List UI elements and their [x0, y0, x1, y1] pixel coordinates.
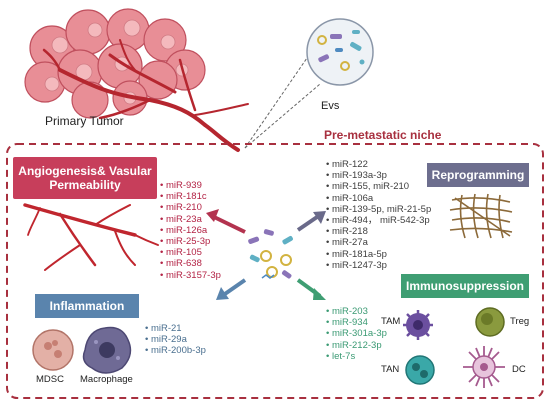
immunosuppression-box: Immunosuppression — [401, 274, 529, 298]
mirna-item: miR-106a — [326, 193, 431, 204]
inflammation-box: Inflammation — [35, 294, 139, 318]
niche-border — [6, 143, 544, 399]
mirna-item: miR-181c — [160, 191, 221, 202]
tam-cell-icon — [403, 310, 433, 340]
mirna-item: let-7s — [326, 351, 387, 362]
mirna-item: miR-193a-3p — [326, 170, 431, 181]
macrophage-cell-icon — [82, 326, 132, 374]
treg-label: Treg — [510, 316, 530, 327]
angiogenesis-vessel-illustration — [23, 203, 159, 271]
treg-cell-icon — [475, 307, 505, 337]
tumor-vessel — [42, 39, 249, 152]
reprogramming-box: Reprogramming — [427, 163, 529, 187]
evs-vesicle-illustration — [244, 18, 374, 149]
mirna-item: miR-27a — [326, 237, 431, 248]
mirna-item: miR-200b-3p — [145, 345, 206, 356]
center-evs-cluster — [248, 229, 293, 279]
mirna-item: miR-638 — [160, 258, 221, 269]
mirna-item: miR-212-3p — [326, 340, 387, 351]
mirna-item: miR-218 — [326, 226, 431, 237]
inflammation-mirna-list: miR-21 miR-29a miR-200b-3p — [145, 323, 206, 357]
niche-title: Pre-metastatic niche — [321, 128, 445, 142]
mirna-item: miR-23a — [160, 214, 221, 225]
arrows — [206, 209, 326, 300]
mdsc-cell-icon — [32, 329, 74, 371]
reprogramming-mirna-list: miR-122 miR-193a-3p miR-155, miR-210 miR… — [326, 159, 431, 271]
angiogenesis-mirna-list: miR-939 miR-181c miR-210 miR-23a miR-126… — [160, 180, 221, 281]
mirna-item: miR-126a — [160, 225, 221, 236]
mirna-item: miR-105 — [160, 247, 221, 258]
mirna-item: miR-25-3p — [160, 236, 221, 247]
macrophage-label: Macrophage — [80, 374, 133, 385]
mirna-item: miR-494， miR-542-3p — [326, 215, 431, 226]
primary-tumor-label: Primary Tumor — [45, 114, 124, 128]
mirna-item: miR-3157-3p — [160, 270, 221, 281]
mirna-item: miR-210 — [160, 202, 221, 213]
mirna-item: miR-21 — [145, 323, 206, 334]
mirna-item: miR-29a — [145, 334, 206, 345]
dc-label: DC — [512, 364, 526, 375]
dc-cell-icon — [463, 346, 505, 388]
evs-label: Evs — [321, 100, 340, 112]
mirna-item: miR-1247-3p — [326, 260, 431, 271]
mirna-item: miR-203 — [326, 306, 387, 317]
mirna-item: miR-122 — [326, 159, 431, 170]
mirna-item: miR-139-5p, miR-21-5p — [326, 204, 431, 215]
primary-tumor-illustration — [24, 8, 206, 119]
angiogenesis-box: Angiogenesis& Vasular Permeability — [13, 157, 157, 199]
mirna-item: miR-301a-3p — [326, 328, 387, 339]
tam-label: TAM — [381, 316, 401, 327]
mirna-item: miR-155, miR-210 — [326, 181, 431, 192]
mdsc-label: MDSC — [36, 374, 64, 385]
mirna-item: miR-181a-5p — [326, 249, 431, 260]
mirna-item: miR-939 — [160, 180, 221, 191]
reprogramming-fiber-illustration — [449, 193, 513, 239]
mirna-item: miR-934 — [326, 317, 387, 328]
tan-label: TAN — [381, 364, 400, 375]
tan-cell-icon — [405, 355, 435, 385]
immunosuppression-mirna-list: miR-203 miR-934 miR-301a-3p miR-212-3p l… — [326, 306, 387, 362]
